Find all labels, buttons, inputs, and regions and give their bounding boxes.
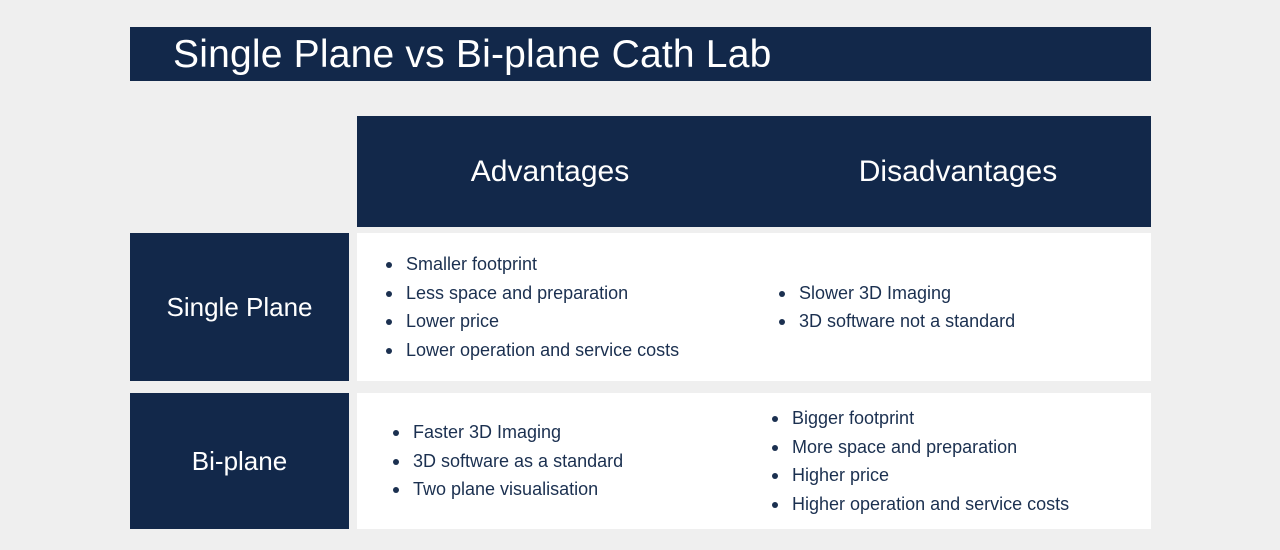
list-item: Higher operation and service costs (769, 490, 1151, 519)
cell-single-plane-disadvantages: Slower 3D Imaging 3D software not a stan… (754, 279, 1151, 336)
table-row-bi-plane: Faster 3D Imaging 3D software as a stand… (357, 393, 1151, 529)
column-header-disadvantages: Disadvantages (858, 154, 1058, 188)
list-item: Higher price (769, 461, 1151, 490)
row-header-bi-plane: Bi-plane (130, 393, 349, 529)
list-item: Less space and preparation (383, 279, 754, 308)
list-item: More space and preparation (769, 433, 1151, 462)
row-header-bi-plane-label: Bi-plane (191, 446, 288, 476)
bullet-list-single-plane-disadvantages: Slower 3D Imaging 3D software not a stan… (776, 279, 1151, 336)
slide-title-bar: Single Plane vs Bi-plane Cath Lab (130, 27, 1151, 81)
cell-bi-plane-disadvantages: Bigger footprint More space and preparat… (754, 404, 1151, 518)
table-row-single-plane: Smaller footprint Less space and prepara… (357, 233, 1151, 381)
cell-single-plane-advantages: Smaller footprint Less space and prepara… (357, 250, 754, 364)
bullet-list-bi-plane-disadvantages: Bigger footprint More space and preparat… (769, 404, 1151, 518)
list-item: Slower 3D Imaging (776, 279, 1151, 308)
row-header-single-plane-label: Single Plane (166, 292, 313, 322)
list-item: Lower price (383, 307, 754, 336)
list-item: Bigger footprint (769, 404, 1151, 433)
list-item: Lower operation and service costs (383, 336, 754, 365)
cell-bi-plane-advantages: Faster 3D Imaging 3D software as a stand… (357, 418, 754, 504)
list-item: Faster 3D Imaging (390, 418, 754, 447)
table-header-row: Advantages Disadvantages (357, 116, 1151, 227)
column-header-advantages: Advantages (470, 154, 630, 188)
list-item: 3D software as a standard (390, 447, 754, 476)
list-item: Smaller footprint (383, 250, 754, 279)
bullet-list-single-plane-advantages: Smaller footprint Less space and prepara… (383, 250, 754, 364)
page-title: Single Plane vs Bi-plane Cath Lab (173, 32, 772, 76)
bullet-list-bi-plane-advantages: Faster 3D Imaging 3D software as a stand… (390, 418, 754, 504)
list-item: Two plane visualisation (390, 475, 754, 504)
row-header-single-plane: Single Plane (130, 233, 349, 381)
list-item: 3D software not a standard (776, 307, 1151, 336)
